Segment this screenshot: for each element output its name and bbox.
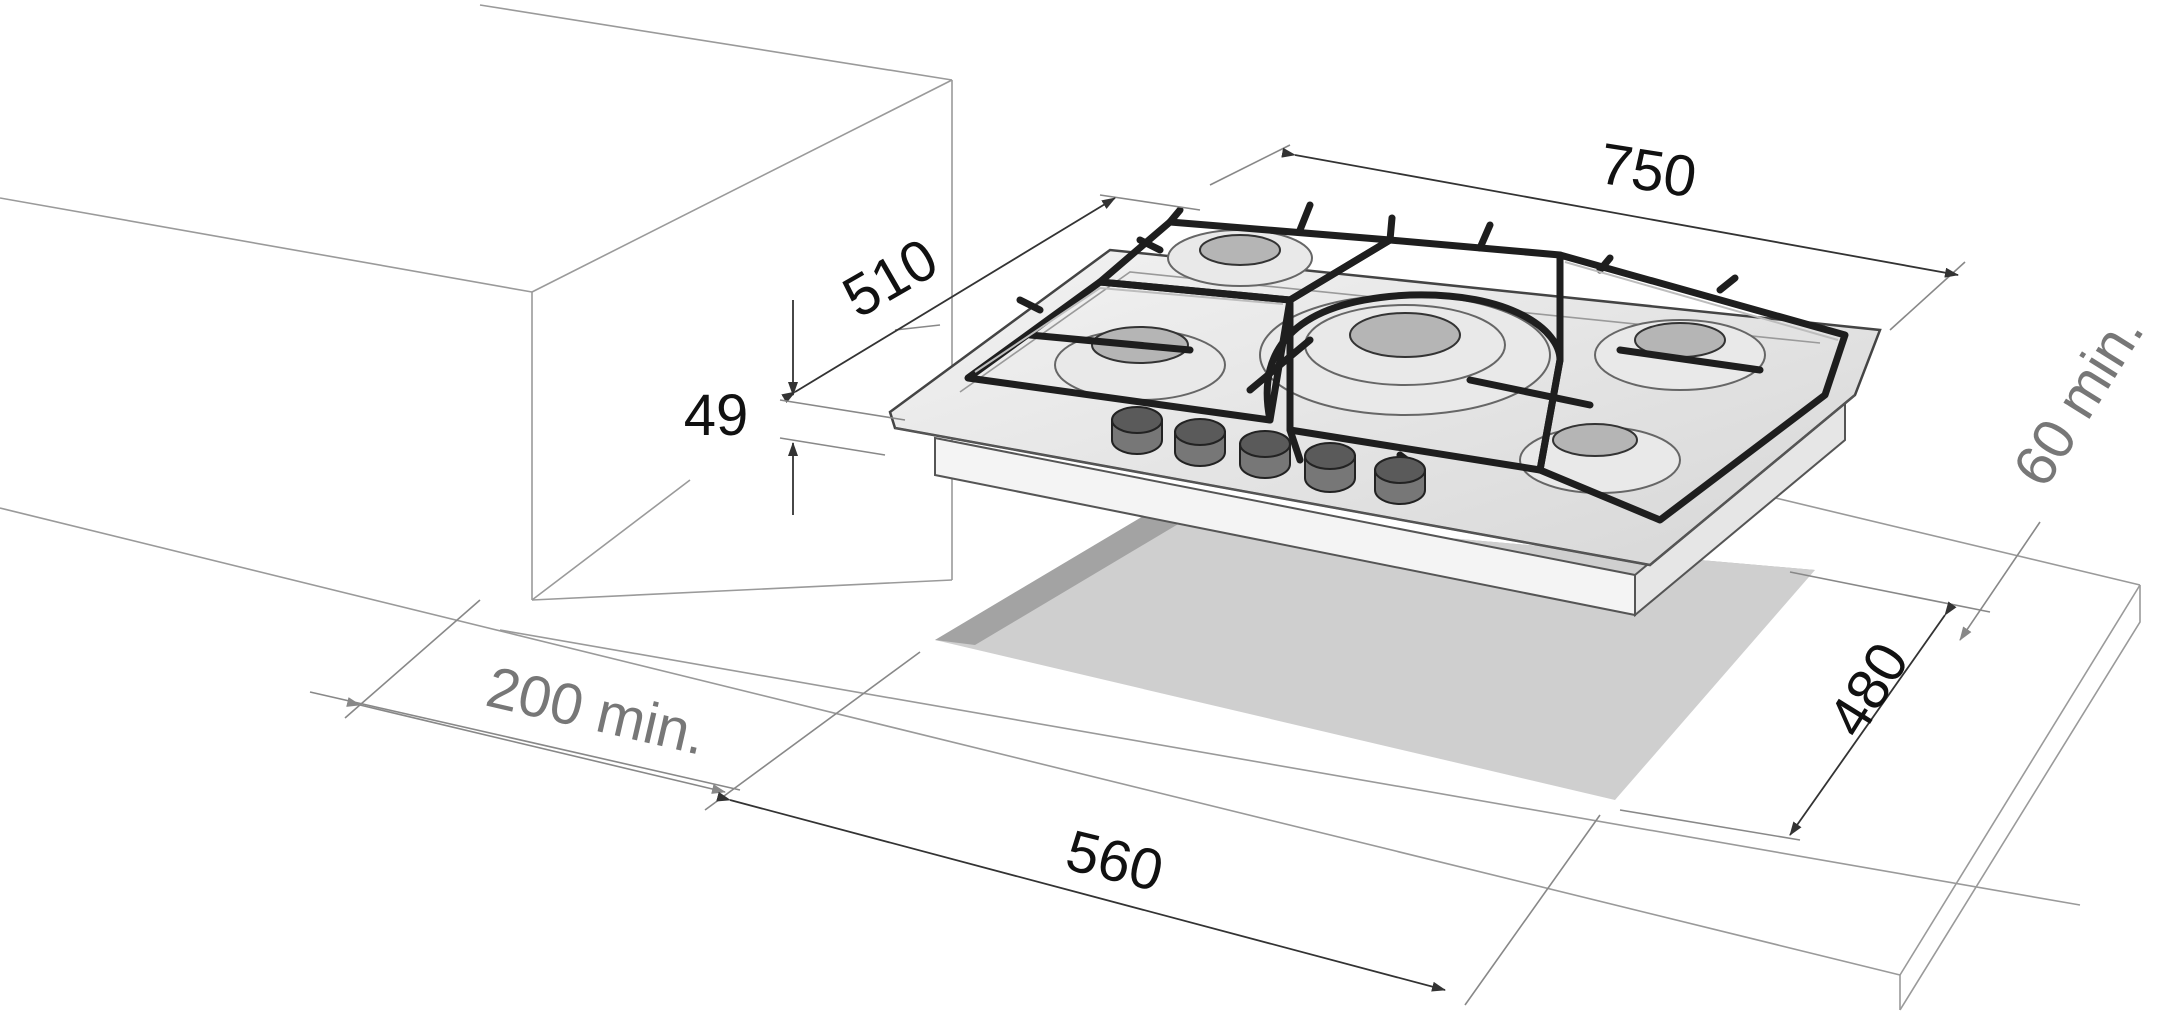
arrow-icon <box>1281 147 1959 278</box>
dimension-cutout-width: 560 <box>716 791 1601 1006</box>
hob-height-label: 49 <box>684 383 749 448</box>
burner-rear-right <box>1594 319 1766 391</box>
cutout-depth-label: 480 <box>1815 631 1921 748</box>
dimension-hob-height: 49 <box>684 300 906 515</box>
cutout-left-shadow <box>935 512 1185 645</box>
pan-supports <box>964 201 1849 524</box>
back-clearance-label: 60 min. <box>2001 302 2157 498</box>
hob-width-label: 750 <box>1595 131 1701 210</box>
knob-5[interactable] <box>1374 456 1426 505</box>
knob-2[interactable] <box>1174 418 1226 467</box>
knob-1[interactable] <box>1111 406 1163 455</box>
wall-clearance-label: 200 min. <box>481 654 712 767</box>
wall-cabinet <box>0 4 953 601</box>
knob-3[interactable] <box>1239 430 1291 479</box>
worktop <box>0 479 2141 1011</box>
gas-hob <box>888 201 1882 618</box>
burner-center-wok <box>1259 294 1551 416</box>
knob-4[interactable] <box>1304 442 1356 493</box>
hob-depth-label: 510 <box>832 226 948 331</box>
dimension-wall-clearance: 200 min. <box>309 599 921 811</box>
control-knobs <box>1111 406 1426 505</box>
dimension-hob-width: 750 <box>1209 131 1966 331</box>
burner-rear-left <box>1167 229 1313 287</box>
